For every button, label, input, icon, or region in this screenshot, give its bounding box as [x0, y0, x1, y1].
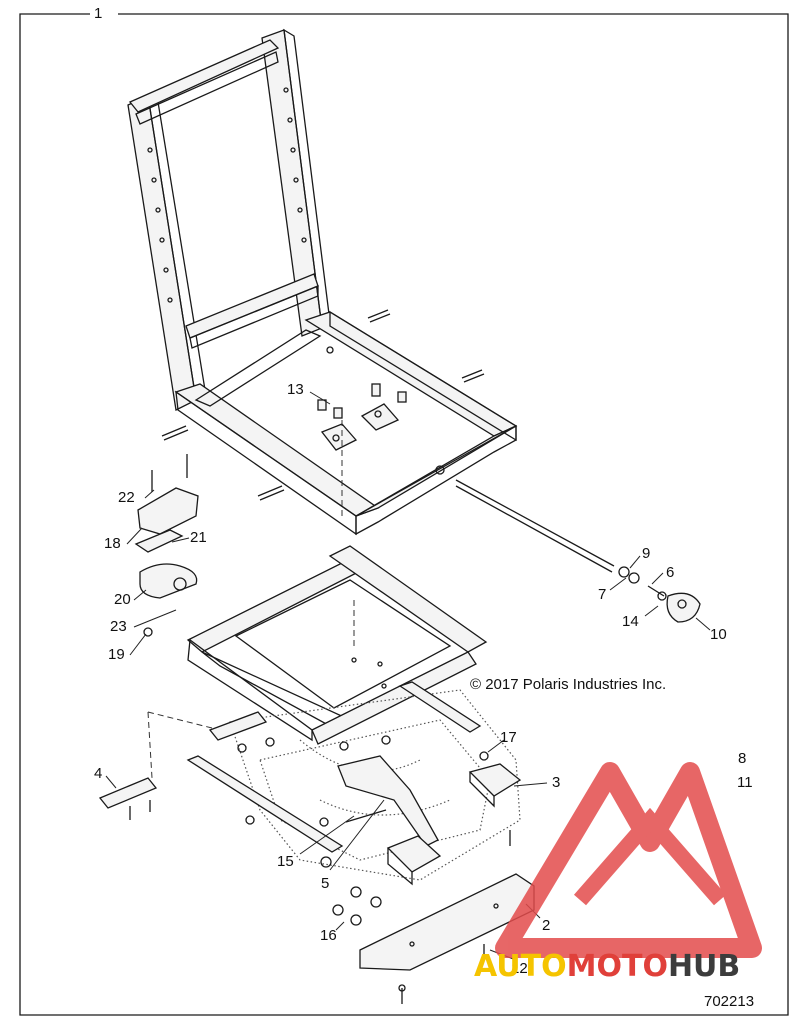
callout-11: 11: [737, 774, 753, 791]
pin: [367, 309, 391, 323]
callout-2: 2: [542, 917, 550, 934]
callout-5: 5: [321, 875, 329, 892]
callout-1: 1: [94, 5, 102, 22]
copyright-text: © 2017 Polaris Industries Inc.: [470, 676, 666, 693]
callout-12: 12: [511, 960, 528, 977]
watermark-text: AUTOMOTOHUB: [474, 949, 740, 984]
watermark-part-moto: MOTO: [567, 949, 668, 984]
leader-lines: [105, 391, 711, 961]
callout-18: 18: [104, 535, 121, 552]
callout-14: 14: [622, 613, 639, 630]
callout-labels: 1 2 3 4 5 6 7 8 9 10 11 12 13 14 15 16 1…: [94, 5, 753, 977]
pin: [461, 369, 485, 383]
brackets: [337, 755, 522, 886]
callout-22: 22: [118, 489, 135, 506]
callout-21: 21: [190, 529, 207, 546]
upright-holes: [147, 87, 307, 303]
callout-19: 19: [108, 646, 125, 663]
knob: [666, 592, 701, 623]
pins: [161, 309, 485, 501]
frame-border: [19, 13, 789, 1016]
seat-pan-outline: [229, 689, 521, 881]
slide-rails: [98, 681, 482, 853]
callout-20: 20: [114, 591, 131, 608]
pin: [161, 425, 189, 441]
recline-rod: [455, 479, 667, 601]
callout-9: 9: [642, 545, 650, 562]
diagram-id: 702213: [704, 993, 754, 1010]
watermark-part-hub: HUB: [668, 949, 740, 984]
fasteners: [237, 735, 511, 1004]
callout-16: 16: [320, 927, 337, 944]
callout-10: 10: [710, 626, 727, 643]
watermark-logo: [495, 762, 762, 958]
latch-assembly: [134, 454, 199, 637]
callout-4: 4: [94, 765, 102, 782]
watermark-part-auto: AUTO: [474, 949, 567, 984]
callout-7: 7: [598, 586, 606, 603]
callout-23: 23: [110, 618, 127, 635]
callout-3: 3: [552, 774, 560, 791]
callout-17: 17: [500, 729, 517, 746]
callout-15: 15: [277, 853, 294, 870]
callout-8: 8: [738, 750, 746, 767]
callout-13: 13: [287, 381, 304, 398]
pin: [257, 485, 285, 501]
seat-frame: [127, 28, 518, 536]
seat-base: [186, 545, 488, 745]
logo-inner-peak: [573, 807, 727, 906]
logo-triangle: [495, 762, 762, 958]
hinge-brackets: [317, 383, 407, 520]
callout-6: 6: [666, 564, 674, 581]
